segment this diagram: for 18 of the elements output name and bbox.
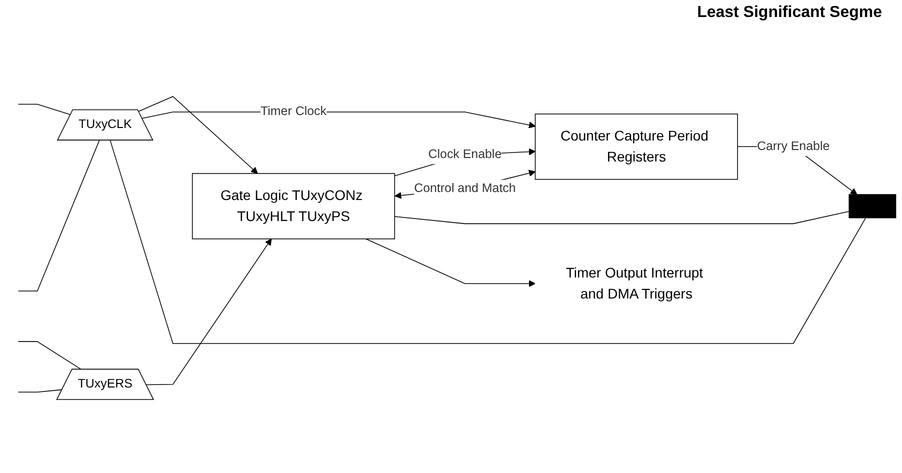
node-box: Counter Capture Period Registers	[534, 114, 738, 180]
arrow	[138, 96, 258, 174]
connector	[18, 140, 100, 292]
arrow	[365, 238, 536, 288]
connector	[18, 104, 72, 116]
connector	[394, 210, 850, 224]
node-text: Timer Output Interrupt and DMA Triggers	[566, 264, 704, 302]
node-box: Gate Logic TUxyCONz TUxyHLT TUxyPS	[192, 173, 396, 240]
node-bar	[848, 194, 896, 218]
edge-label: Carry Enable	[756, 140, 830, 153]
arrow	[146, 238, 272, 386]
edge-label: Control and Match	[414, 182, 516, 196]
connector	[110, 140, 866, 344]
connector	[18, 341, 82, 370]
edge-label: Timer Clock	[260, 105, 326, 118]
diagram-title: Least Significant Segme	[697, 4, 882, 22]
connector	[18, 389, 63, 393]
edge-label: Clock Enable	[428, 148, 502, 162]
